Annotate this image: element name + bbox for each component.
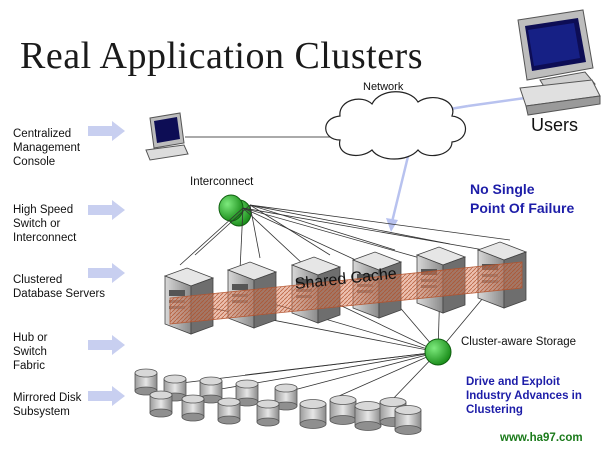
label-line: Centralized bbox=[13, 128, 72, 140]
label-line: Clustering bbox=[466, 404, 523, 416]
label-line: Interconnect bbox=[13, 232, 77, 244]
interconnect-label: Interconnect bbox=[190, 176, 254, 188]
label-line: Database Servers bbox=[13, 288, 106, 300]
network-label: Network bbox=[363, 81, 404, 93]
label-line: Industry Advances in bbox=[466, 390, 582, 402]
label-high-speed-switch: High Speed Switch or Interconnect bbox=[13, 203, 76, 245]
interconnect-lines bbox=[179, 204, 511, 271]
users-label: Users bbox=[531, 115, 579, 135]
label-line: Hub or bbox=[13, 332, 48, 344]
label-line: Switch or bbox=[13, 218, 61, 230]
interconnect-switch-icon bbox=[218, 194, 252, 227]
label-line: High Speed bbox=[13, 204, 74, 216]
users-arrow-line bbox=[467, 96, 526, 108]
cloud-network-icon bbox=[325, 91, 467, 160]
label-line: Console bbox=[13, 156, 56, 168]
label-line: Fabric bbox=[13, 360, 45, 372]
label-clustered-db-servers: Clustered Database Servers bbox=[13, 273, 105, 301]
label-line: Management bbox=[13, 142, 81, 154]
arrow-icon bbox=[88, 121, 125, 406]
label-mirrored-disk: Mirrored Disk Subsystem bbox=[13, 391, 81, 419]
users-computer-icon bbox=[517, 9, 601, 116]
console-computer-icon bbox=[145, 112, 189, 161]
label-line: Switch bbox=[13, 346, 47, 358]
label-line: Mirrored Disk bbox=[13, 392, 82, 404]
disk-icon bbox=[134, 368, 422, 435]
label-line: Subsystem bbox=[13, 406, 70, 418]
label-centralized-console: Centralized Management Console bbox=[13, 127, 80, 169]
label-line: No Single bbox=[470, 181, 535, 197]
label-hub-switch-fabric: Hub or Switch Fabric bbox=[13, 331, 48, 373]
label-line: Point Of Failure bbox=[470, 200, 575, 216]
site-watermark: www.ha97.com bbox=[500, 432, 583, 444]
storage-switch-icon bbox=[424, 338, 452, 366]
label-line: Clustered bbox=[13, 274, 63, 286]
label-line: Drive and Exploit bbox=[466, 376, 560, 388]
cluster-storage-label: Cluster-aware Storage bbox=[461, 336, 577, 348]
page-title: Real Application Clusters bbox=[20, 35, 424, 77]
drive-exploit-label: Drive and Exploit Industry Advances in C… bbox=[466, 375, 582, 417]
no-single-point-label: No Single Point Of Failure bbox=[470, 180, 574, 218]
shared-cache-band bbox=[169, 261, 523, 325]
